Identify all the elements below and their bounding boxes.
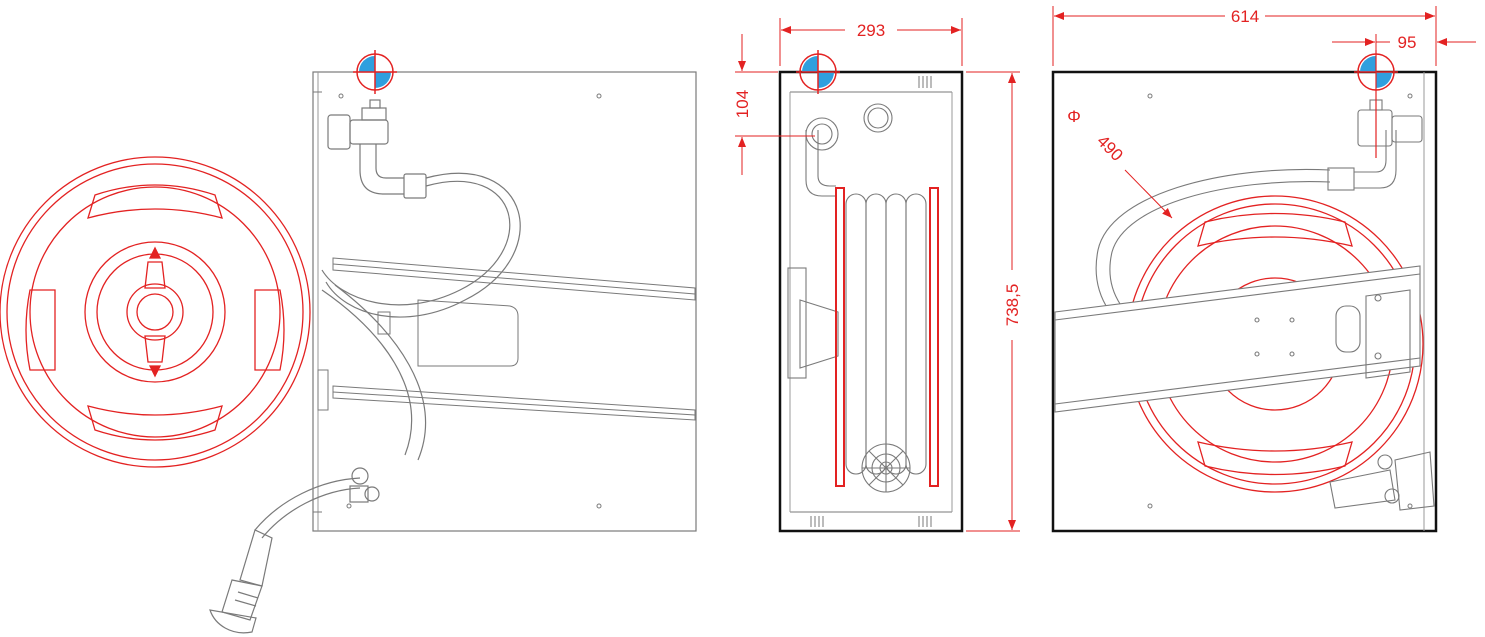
- side-hose-coil: [787, 103, 927, 475]
- rear-view: 614 95 Φ 490: [1051, 6, 1476, 533]
- datum-symbol-icon: [1354, 50, 1398, 158]
- datum-symbol-icon: [353, 50, 397, 94]
- dimension-reel-diameter: Φ 490: [1067, 107, 1173, 219]
- front-view: [0, 50, 697, 634]
- rear-nozzle-icon: [1329, 451, 1435, 511]
- datum-symbol-icon: [796, 50, 840, 94]
- side-reel-flanges: [835, 187, 939, 487]
- dimension-label-diameter-symbol: Φ: [1067, 107, 1081, 126]
- rear-swing-arm: [1054, 265, 1421, 413]
- side-cabinet-outline: [778, 70, 964, 533]
- dimension-label-width-rear: 614: [1231, 7, 1259, 26]
- side-nozzle-icon: [861, 443, 911, 493]
- swing-arm-bracket: [317, 257, 696, 421]
- dimension-valve-offset: 104: [733, 34, 815, 175]
- side-view: 293 104 738,5: [733, 18, 1022, 533]
- dimension-label-height: 738,5: [1003, 284, 1022, 327]
- front-hose: [254, 172, 521, 539]
- front-cabinet-outline: [312, 71, 697, 532]
- valve-icon: [327, 99, 427, 199]
- dimension-label-valve-offset: 104: [733, 90, 752, 118]
- dimension-label-width-side: 293: [857, 21, 885, 40]
- dimension-inlet-offset: 95: [1332, 33, 1476, 52]
- dimension-label-inlet-offset: 95: [1398, 33, 1417, 52]
- dimension-width-side: 293: [779, 18, 963, 66]
- dimension-height: 738,5: [966, 71, 1022, 532]
- dimension-width-rear: 614: [1052, 6, 1437, 66]
- nozzle-icon: [209, 467, 380, 634]
- hose-reel-icon: [0, 156, 311, 468]
- rear-cabinet-outline: [1051, 70, 1438, 533]
- dimension-label-reel-diameter: 490: [1093, 131, 1126, 164]
